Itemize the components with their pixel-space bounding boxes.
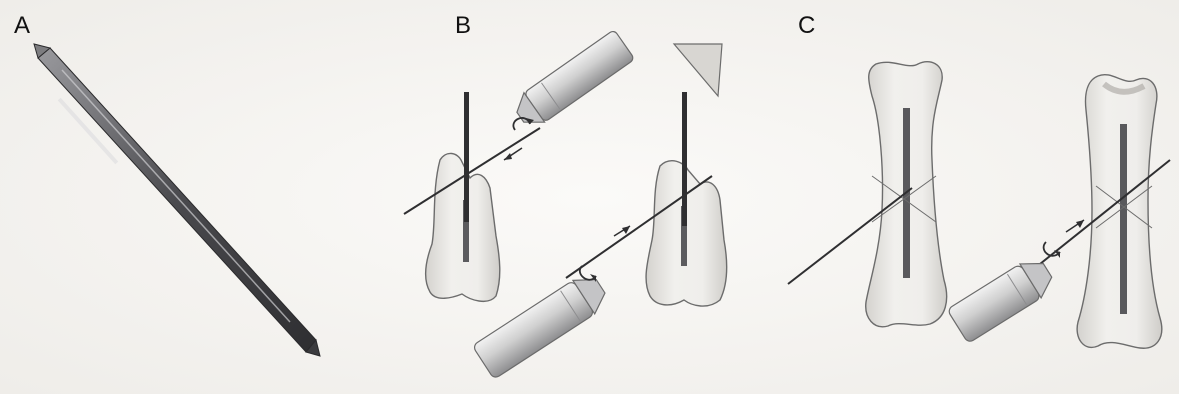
panel-label-b: B	[455, 14, 471, 38]
panel-label-c: C	[798, 14, 815, 38]
panel-label-a: A	[14, 14, 30, 38]
